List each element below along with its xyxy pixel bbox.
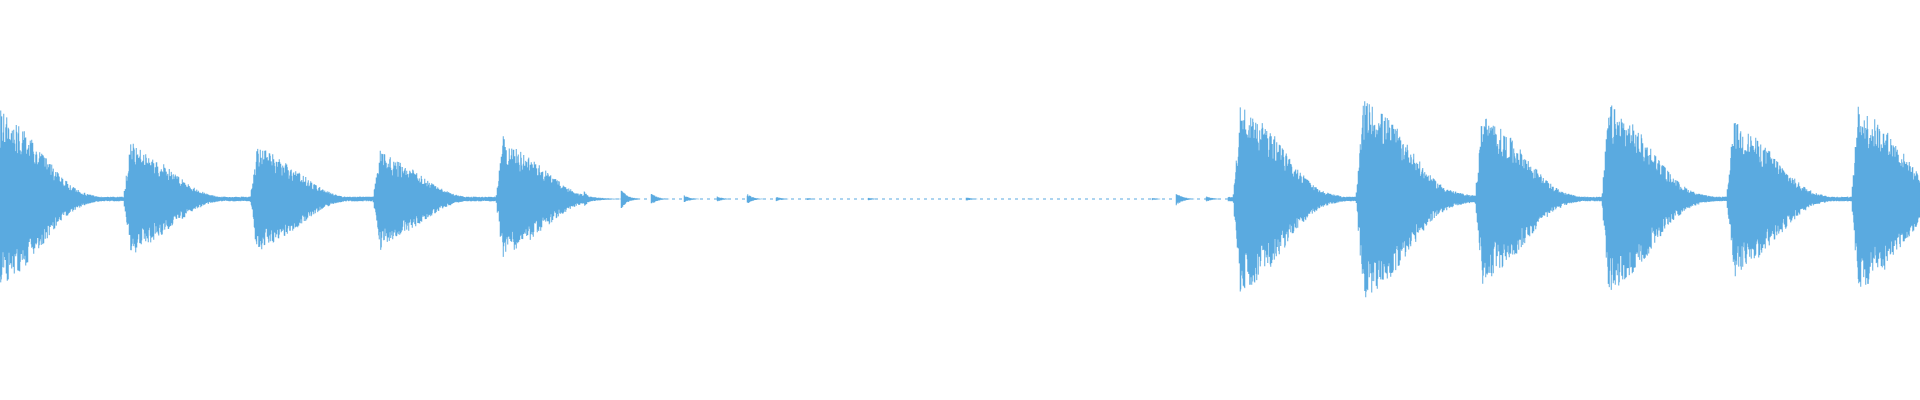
waveform-trace (0, 101, 1920, 298)
